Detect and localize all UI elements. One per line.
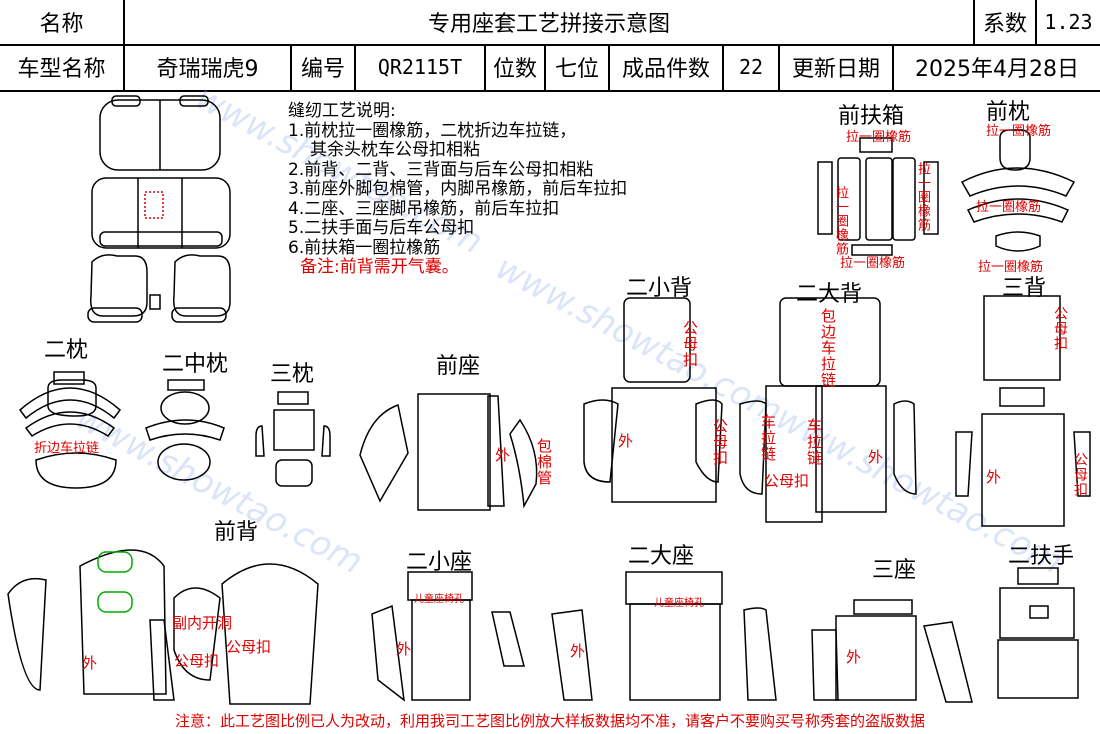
section-front-seat: 前座 (436, 354, 481, 379)
notes-title: 缝纫工艺说明: (288, 101, 396, 121)
section-third-seat: 三座 (872, 558, 917, 583)
annotation: 拉一圈橡筋 (846, 130, 912, 145)
section-second-big-seat: 二大座 (628, 544, 695, 569)
section-second-headrest: 二枕 (44, 338, 89, 363)
section-front-headrest: 前枕 (986, 100, 1031, 125)
notes-line: 5.二扶手面与后车公母扣 (288, 218, 475, 238)
notes-line: 2.前背、二背、三背面与后车公母扣相粘 (288, 159, 594, 180)
sewing-notes: 缝纫工艺说明: 1.前枕拉一圈橡筋，二枕折边车拉链， 其余头枕车公母扣相粘 2.… (288, 101, 628, 278)
notes-line: 4.二座、三座脚吊橡筋，前后车拉扣 (288, 198, 560, 219)
notes-remark: 备注:前背需开气囊。 (300, 257, 459, 277)
page-title: 专用座套工艺拼接示意图 (125, 0, 975, 44)
annotation: 公母扣 (681, 320, 699, 368)
annotation: 拉一圈橡筋 (986, 124, 1052, 139)
annotation: 车拉链 (759, 414, 777, 462)
model-label: 车型名称 (0, 44, 125, 90)
annotation: 外 (618, 432, 634, 450)
annotation: 公母扣 (1052, 306, 1068, 351)
annotation: 公母扣 (711, 418, 729, 466)
annotation: 拉一圈橡筋 (833, 186, 848, 256)
footer-warning: 注意：此工艺图比例已人为改动，利用我司工艺图比例放大样板数据均不准，请客户不要购… (174, 712, 925, 730)
second-big-seat-pieces (551, 571, 777, 701)
front-headrest-pieces (960, 129, 1076, 252)
notes-line: 6.前扶箱一圈拉橡筋 (288, 237, 441, 258)
second-headrest-pieces (18, 371, 122, 489)
annotation: 儿童座椅孔 (414, 594, 464, 605)
section-third-headrest: 三枕 (270, 362, 315, 387)
annotation: 外 (570, 642, 586, 660)
date-label: 更新日期 (780, 44, 894, 90)
annotation: 外 (846, 648, 862, 666)
annotation: 外 (986, 468, 1002, 486)
section-front-back: 前背 (214, 520, 259, 545)
annotation: 包边车拉链 (819, 308, 837, 388)
date-value: 2025年4月28日 (915, 57, 1079, 82)
annotation: 拉一圈橡筋 (915, 162, 930, 232)
seats-label: 位数 (486, 44, 546, 90)
annotation: 副内开洞 (172, 614, 233, 632)
name-label: 名称 (0, 0, 125, 44)
annotation: 拉一圈橡筋 (976, 200, 1042, 215)
second-small-back-pieces (583, 297, 723, 503)
third-headrest-pieces (255, 391, 331, 487)
annotation: 外 (495, 446, 511, 464)
third-seat-pieces (811, 599, 973, 703)
front-seat-pieces (359, 393, 538, 511)
annotation: 公母扣 (226, 638, 272, 656)
notes-line: 其余头枕车公母扣相粘 (310, 140, 480, 160)
section-second-big-back: 二大背 (796, 282, 863, 307)
code-value: QR2115T (356, 44, 486, 90)
annotation: 拉一圈橡筋 (978, 260, 1044, 275)
annotation: 外 (868, 448, 884, 466)
section-second-small-back: 二小背 (626, 276, 693, 301)
annotation: 拉一圈橡筋 (840, 256, 906, 271)
section-front-armbox: 前扶箱 (838, 104, 905, 129)
coef-label: 系数 (975, 0, 1037, 44)
header-table: 名称 专用座套工艺拼接示意图 系数 1.23 车型名称 奇瑞瑞虎9 编号 QR2… (0, 0, 1100, 92)
second-mid-headrest-pieces (145, 379, 225, 481)
annotation: 公母扣 (764, 472, 810, 490)
pieces-label: 成品件数 (610, 44, 724, 90)
notes-line: 3.前座外脚包棉管，内脚吊橡筋，前后车拉扣 (288, 179, 628, 199)
section-third-back: 三背 (1002, 276, 1047, 301)
annotation: 公母扣 (174, 652, 220, 670)
annotation: 折边车拉链 (34, 441, 100, 456)
annotation: 车拉链 (805, 418, 823, 466)
pieces-value: 22 (724, 44, 780, 90)
annotation: 外 (82, 654, 98, 672)
pattern-drawing (7, 95, 1091, 705)
seats-value: 七位 (546, 44, 610, 90)
annotation: 包棉管 (535, 438, 553, 486)
third-back-pieces (955, 295, 1091, 527)
annotation: 外 (396, 640, 412, 658)
front-back-pieces (7, 549, 319, 705)
coef-value: 1.23 (1044, 10, 1093, 34)
front-armbox-pieces (817, 137, 939, 256)
section-second-mid-headrest: 二中枕 (162, 352, 229, 377)
header-divider (0, 44, 1100, 46)
second-armrest-pieces (997, 567, 1079, 699)
second-big-back-pieces (739, 297, 917, 523)
annotation: 公母扣 (1072, 452, 1088, 497)
seat-overview (87, 95, 231, 323)
section-second-small-seat: 二小座 (406, 550, 473, 575)
model-value: 奇瑞瑞虎9 (125, 44, 292, 90)
section-second-armrest: 二扶手 (1008, 544, 1075, 569)
annotation: 儿童座椅孔 (654, 598, 704, 609)
code-label: 编号 (292, 44, 356, 90)
notes-line: 1.前枕拉一圈橡筋，二枕折边车拉链， (288, 120, 577, 141)
second-small-seat-pieces (371, 571, 525, 702)
